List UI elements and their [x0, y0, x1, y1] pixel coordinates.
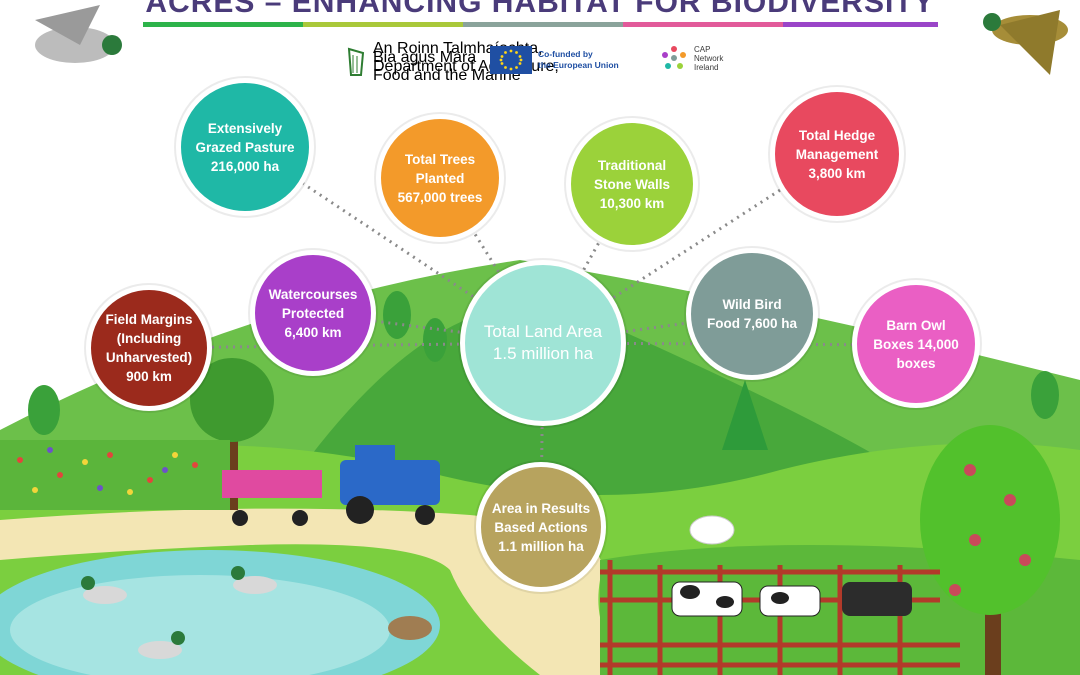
- hedge-management-text: Total Hedge Management 3,800 km: [795, 127, 879, 181]
- flying-duck-right: [983, 10, 1068, 75]
- pond-ducks: [81, 566, 277, 659]
- tractor: [222, 445, 440, 526]
- title-stripe-purple: [783, 22, 938, 27]
- results-based-actions-text: Area in Results Based Actions 1.1 millio…: [491, 500, 591, 554]
- small-tree: [383, 291, 411, 339]
- small-tree: [423, 318, 447, 362]
- hedge-management-bubble: Total Hedge Management 3,800 km: [770, 87, 904, 221]
- stone-walls-text: Traditional Stone Walls 10,300 km: [593, 157, 670, 211]
- wild-bird-food-bubble: Wild Bird Food 7,600 ha: [686, 248, 818, 380]
- eu-flag-icon: [490, 46, 532, 74]
- trees-planted-bubble: Total Trees Planted 567,000 trees: [376, 114, 504, 242]
- goose: [689, 515, 735, 545]
- pine-tree: [722, 380, 768, 450]
- tree-canopy: [190, 358, 274, 442]
- grazed-pasture-text: Extensively Grazed Pasture 216,000 ha: [195, 120, 295, 174]
- eu-line2: the European Union: [538, 60, 619, 70]
- total-land-area-text: Total Land Area 1.5 million ha: [483, 322, 603, 363]
- barn-owl-text: Barn Owl Boxes 14,000 boxes: [873, 317, 959, 371]
- field-margins-text: Field Margins (Including Unharvested) 90…: [105, 312, 193, 384]
- cap-line1: CAP: [694, 44, 711, 54]
- page-title: ACRES – ENHANCING HABITAT FOR BIODIVERSI…: [145, 0, 935, 19]
- stone-walls-bubble: Traditional Stone Walls 10,300 km: [566, 118, 698, 250]
- field-margins-bubble: Field Margins (Including Unharvested) 90…: [86, 285, 212, 411]
- gov-line2: Bia agus Mara: [373, 49, 477, 66]
- apple-tree-canopy: [920, 425, 1060, 615]
- barn-owl-bubble: Barn Owl Boxes 14,000 boxes: [852, 280, 980, 408]
- title-stripe-grey: [463, 22, 623, 27]
- grazed-pasture-bubble: Extensively Grazed Pasture 216,000 ha: [176, 78, 314, 216]
- total-land-area-bubble: Total Land Area 1.5 million ha: [460, 260, 626, 426]
- cap-network-icon: [662, 46, 686, 69]
- trees-planted-text: Total Trees Planted 567,000 trees: [397, 151, 483, 205]
- gov-line4: Food and the Marine: [373, 67, 521, 84]
- cap-line3: Ireland: [694, 62, 719, 72]
- watercourses-text: Watercourses Protected 6,400 km: [268, 286, 358, 340]
- flying-duck-left: [35, 5, 122, 63]
- wild-bird-food-text: Wild Bird Food 7,600 ha: [706, 297, 798, 331]
- eu-logo: Co-funded by the European Union: [490, 46, 619, 74]
- eu-line1: Co-funded by: [538, 49, 593, 59]
- title-stripe-lime: [303, 22, 463, 27]
- curlew: [388, 616, 432, 640]
- cows: [671, 581, 912, 617]
- harp-icon: [347, 47, 365, 76]
- small-tree: [28, 385, 60, 435]
- small-tree: [1031, 371, 1059, 419]
- results-based-actions-bubble: Area in Results Based Actions 1.1 millio…: [476, 462, 606, 592]
- watercourses-bubble: Watercourses Protected 6,400 km: [250, 250, 376, 376]
- flower-meadow: [0, 440, 230, 510]
- cap-line2: Network: [694, 53, 724, 63]
- title-stripe-green: [143, 22, 303, 27]
- cap-network-logo: CAP Network Ireland: [660, 44, 723, 72]
- title-stripe-pink: [623, 22, 783, 27]
